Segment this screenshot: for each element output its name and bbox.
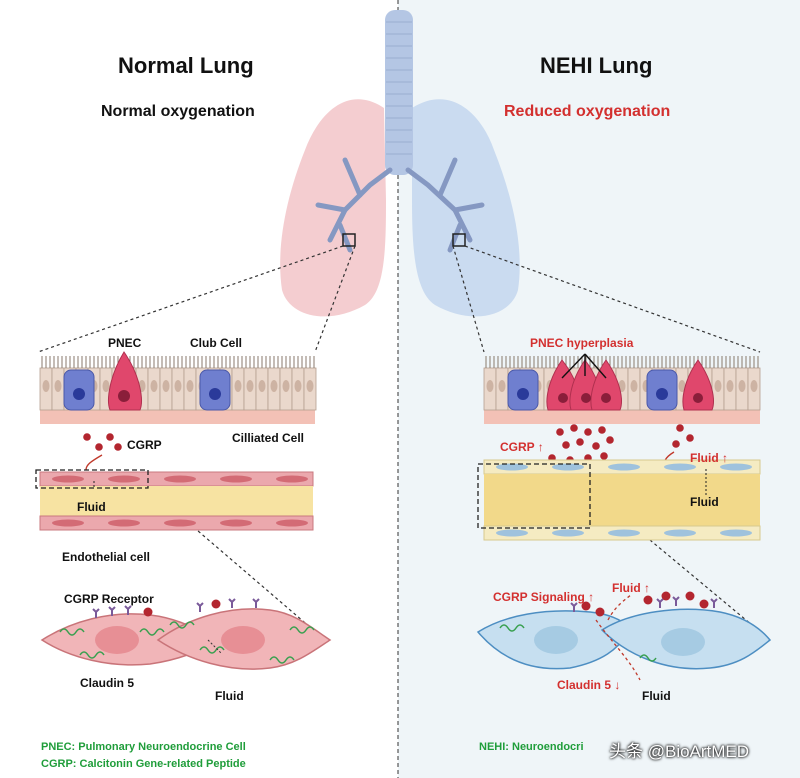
basement-membrane	[484, 410, 760, 424]
label-fluid-cells: Fluid	[215, 689, 244, 703]
label-fluid-vessel: Fluid	[77, 500, 106, 514]
nehi-lung-title: NEHI Lung	[540, 53, 653, 78]
label-cgrp-receptor: CGRP Receptor	[64, 592, 154, 606]
normal-endothelial-cells	[40, 598, 332, 670]
normal-epithelium	[39, 351, 317, 424]
pnec-cells	[546, 359, 714, 411]
bound-cgrp	[581, 591, 709, 617]
trachea	[385, 10, 413, 175]
nehi-zoom-box	[452, 233, 466, 247]
fluid-leak-arrow	[607, 593, 633, 621]
label-fluid-up: Fluid ↑	[690, 451, 729, 465]
nehi-vessel	[477, 459, 761, 541]
label-fluid-cells-nehi: Fluid	[642, 689, 671, 703]
label-fluid-vessel-nehi: Fluid	[690, 495, 719, 509]
hyperplasia-pointers	[561, 353, 607, 379]
cgrp-receptors	[92, 598, 260, 618]
basement-membrane	[40, 410, 315, 424]
club-cell-nucleus	[517, 388, 529, 400]
club-cell-nucleus	[73, 388, 85, 400]
claudin-5-junctions	[59, 621, 315, 664]
cilia	[41, 356, 315, 368]
footnote-cgrp: CGRP: Calcitonin Gene-related Peptide	[41, 758, 246, 770]
label-claudin-5: Claudin 5	[80, 676, 135, 690]
fluid-arrow	[207, 639, 223, 655]
pnec-nucleus	[118, 390, 130, 402]
endothelial-nuclei	[496, 463, 752, 537]
cgrp-receptors	[570, 596, 718, 612]
club-cell-nucleus	[656, 388, 668, 400]
club-cell-nucleus	[209, 388, 221, 400]
bound-cgrp	[143, 599, 221, 617]
vessel-zoom-box	[477, 463, 591, 529]
normal-vessel	[35, 469, 314, 531]
watermark: 头条 @BioArtMED	[609, 742, 750, 761]
footnote-nehi: NEHI: Neuroendocri	[479, 741, 584, 753]
nehi-epithelium	[483, 353, 761, 424]
footnote-pnec: PNEC: Pulmonary Neuroendocrine Cell	[41, 741, 246, 753]
label-pnec-hyperplasia: PNEC hyperplasia	[530, 336, 634, 350]
label-pnec: PNEC	[108, 336, 142, 350]
nehi-endothelial-cells	[476, 591, 772, 681]
nucleus	[661, 628, 705, 656]
normal-lung-title: Normal Lung	[118, 53, 254, 78]
trachea-rings	[386, 21, 412, 155]
nucleus	[95, 626, 139, 654]
vessel-lumen	[484, 474, 760, 526]
lungs	[280, 10, 520, 317]
claudin-5-junctions	[499, 624, 657, 662]
normal-lung-subtitle: Normal oxygenation	[101, 103, 255, 120]
vessel-lumen	[40, 486, 313, 516]
nucleus	[534, 626, 578, 654]
normal-cgrp	[83, 433, 122, 451]
label-claudin-5-down: Claudin 5 ↓	[557, 678, 621, 692]
cgrp-arrow	[85, 454, 103, 471]
endothelial-nuclei	[52, 475, 308, 527]
label-cgrp: CGRP	[127, 438, 162, 452]
label-ciliated-cell: Cilliated Cell	[232, 431, 305, 445]
label-cgrp-up: CGRP ↑	[500, 440, 544, 454]
label-cgrp-signaling: CGRP Signaling ↑	[493, 590, 595, 604]
pnec-cell	[108, 351, 142, 411]
nucleus	[221, 626, 265, 654]
label-club-cell: Club Cell	[190, 336, 243, 350]
fluid-leak-arrow	[595, 619, 641, 681]
pnec-nuclei	[558, 393, 703, 403]
vessel-zoom-box	[35, 469, 149, 489]
label-fluid-cells-up: Fluid ↑	[612, 581, 651, 595]
label-endothelial-cell: Endothelial cell	[62, 550, 151, 564]
nehi-lung-subtitle: Reduced oxygenation	[504, 103, 671, 120]
normal-zoom-box	[342, 233, 356, 247]
